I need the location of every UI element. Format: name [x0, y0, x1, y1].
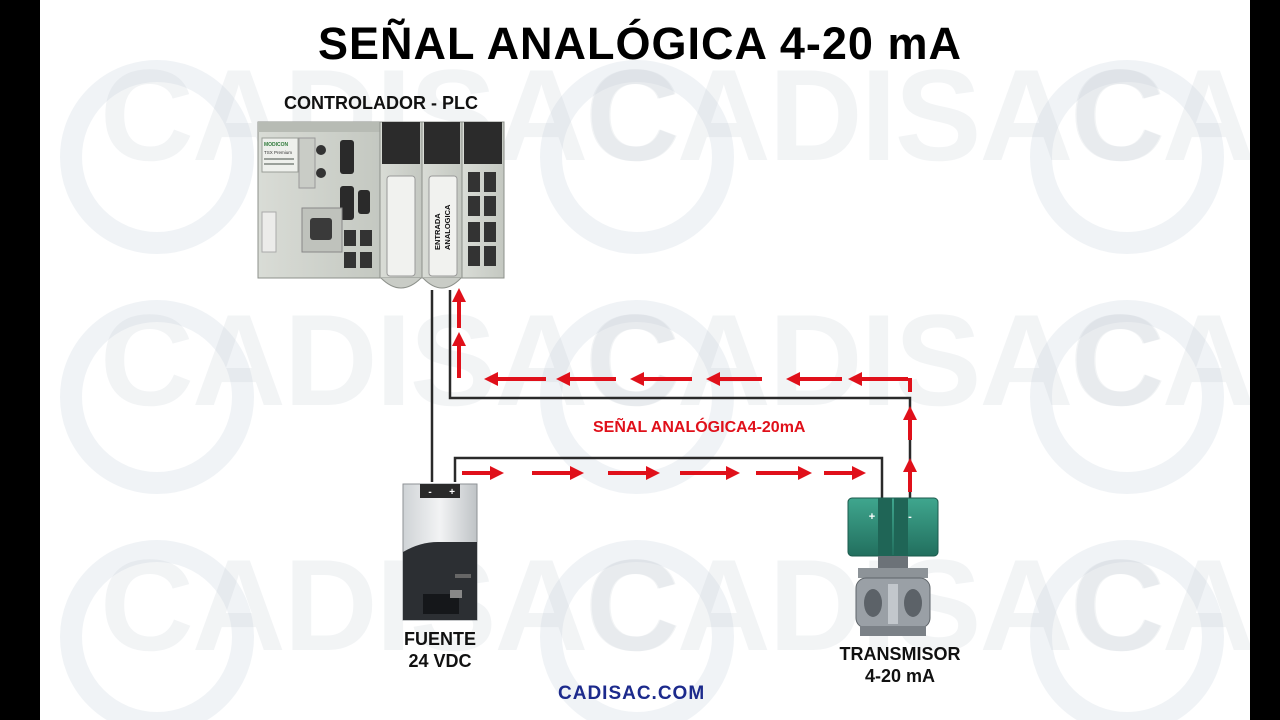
power-supply-minus-terminal: - [428, 487, 431, 498]
arrow-left-icon [484, 372, 546, 386]
wiring-diagram: MODICON TSX Premium [257, 121, 939, 636]
arrow-up-icon [452, 288, 466, 328]
page-title: SEÑAL ANALÓGICA 4-20 mA [318, 18, 962, 69]
arrow-right-icon [680, 466, 740, 480]
plc-ethernet-port-icon [310, 218, 332, 240]
arrow-left-icon [706, 372, 762, 386]
arrow-up-icon [903, 458, 917, 492]
wire-plc-to-transmitter-minus [448, 290, 912, 498]
signal-label: SEÑAL ANALÓGICA4-20mA [593, 419, 806, 436]
analog-module-label-2: ANALOGICA [443, 204, 452, 250]
arrow-up-icon [903, 406, 917, 440]
power-supply-label-line1: FUENTE [404, 629, 476, 649]
plc-label: CONTROLADOR - PLC [284, 93, 478, 113]
arrow-right-icon [756, 466, 812, 480]
plc-db-connector-icon [340, 186, 354, 220]
plc-led-icon [316, 168, 326, 178]
pressure-transmitter: + - [847, 497, 939, 636]
current-flow-arrows [452, 288, 917, 492]
arrow-right-icon [462, 466, 504, 480]
power-supply-terminal-block [420, 484, 460, 498]
arrow-right-icon [608, 466, 660, 480]
transmitter-label: TRANSMISOR 4-20 mA [820, 643, 980, 687]
power-supply-label: FUENTE 24 VDC [370, 628, 510, 672]
diagram-canvas: CADISAC CADISAC CADISAC CADISAC CADISAC … [40, 0, 1250, 720]
arrow-left-icon [848, 372, 904, 386]
transmitter-label-line2: 4-20 mA [864, 666, 936, 686]
plc-rack: MODICON TSX Premium [257, 121, 505, 289]
transmitter-flange-icon [864, 589, 882, 617]
plc-brand: MODICON [264, 142, 289, 148]
arrow-right-icon [532, 466, 584, 480]
analog-module-label-1: ENTRADA [433, 213, 442, 250]
transmitter-flange-icon [904, 589, 922, 617]
arrow-up-icon [452, 332, 466, 378]
power-supply-label-line2: 24 VDC [408, 651, 472, 671]
transmitter-minus-terminal: - [908, 511, 912, 523]
transmitter-head [847, 497, 939, 557]
plc-db-connector-icon [340, 140, 354, 174]
arrow-left-icon [630, 372, 692, 386]
wiring [430, 290, 912, 498]
transmitter-label-line1: TRANSMISOR [839, 644, 961, 664]
arrow-corner-segment [908, 378, 912, 392]
plc-cpu-top [258, 122, 380, 132]
footer-url: CADISAC.COM [558, 683, 706, 704]
plc-db-connector-icon [358, 190, 370, 214]
arrow-left-icon [556, 372, 616, 386]
arrow-left-icon [786, 372, 842, 386]
transmitter-plus-terminal: + [869, 511, 875, 523]
power-supply-plus-terminal: + [449, 487, 455, 498]
power-supply: - + [402, 483, 478, 621]
plc-led-icon [316, 145, 326, 155]
plc-cpu-display [261, 137, 299, 173]
wire-ps-plus-to-transmitter-plus [453, 456, 884, 498]
plc-model: TSX Premium [264, 150, 292, 155]
arrow-right-icon [824, 466, 866, 480]
